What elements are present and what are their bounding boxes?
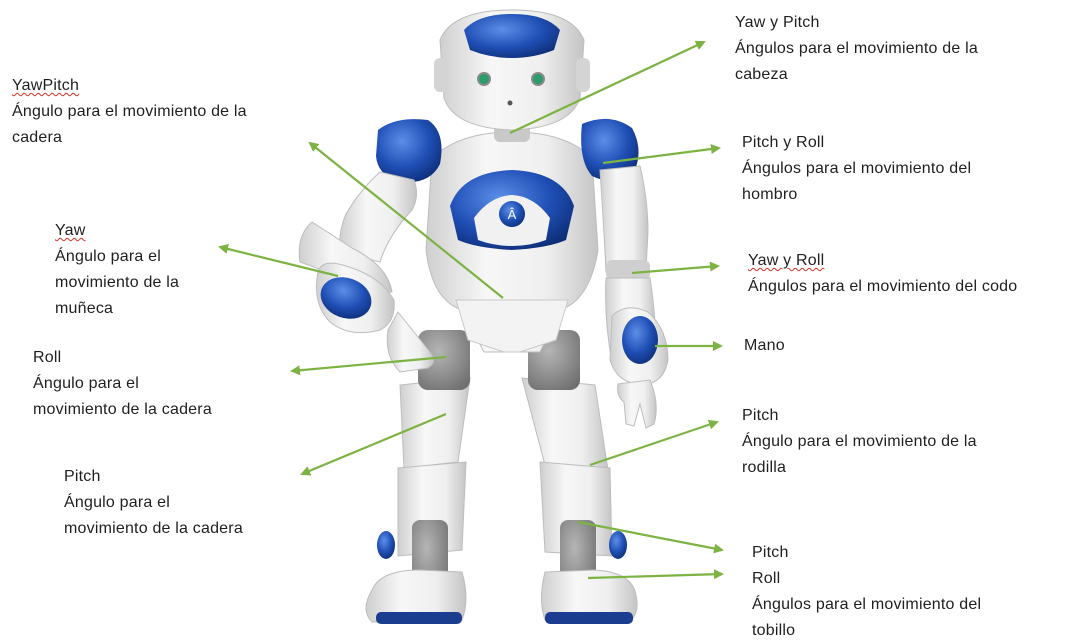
label-ankle: Pitch Roll Ángulos para el movimiento de… — [752, 540, 981, 644]
arrow-hip-yawpitch — [308, 141, 504, 299]
arrow-shoulder — [602, 144, 721, 165]
label-hip-roll-desc: Ángulo para el — [33, 375, 139, 392]
label-knee: Pitch Ángulo para el movimiento de la ro… — [742, 403, 977, 481]
label-shoulder-desc2: hombro — [742, 186, 798, 203]
left-eye — [477, 72, 491, 86]
label-head-desc2: cabeza — [735, 66, 788, 83]
head-top — [464, 14, 560, 58]
label-wrist-title: Yaw — [55, 222, 86, 239]
label-hip-roll-title: Roll — [33, 349, 62, 366]
label-wrist-desc2: movimiento de la — [55, 274, 180, 291]
left-knee-joint — [418, 330, 470, 390]
label-knee-desc: Ángulo para el movimiento de la — [742, 433, 977, 450]
label-hip-yawpitch-title: YawPitch — [12, 77, 80, 94]
label-hip-yawpitch-desc2: cadera — [12, 129, 63, 146]
svg-text:Â: Â — [508, 207, 517, 222]
right-hand — [617, 379, 657, 429]
arrow-ankle-pitch — [577, 520, 724, 554]
label-hip-yawpitch: YawPitch Ángulo para el movimiento de la… — [12, 73, 247, 151]
label-hip-pitch-desc2: movimiento de la cadera — [64, 520, 243, 537]
arrow-hip-pitch — [300, 412, 447, 476]
label-hip-pitch-desc: Ángulo para el — [64, 494, 170, 511]
label-wrist-desc3: muñeca — [55, 300, 114, 317]
label-shoulder-desc: Ángulos para el movimiento del — [742, 160, 972, 177]
label-knee-title: Pitch — [742, 407, 779, 424]
arrow-hip-roll — [290, 355, 447, 376]
label-hip-roll: Roll Ángulo para el movimiento de la cad… — [33, 345, 212, 423]
right-elbow — [606, 260, 650, 280]
label-head-desc: Ángulos para el movimiento de la — [735, 40, 978, 57]
label-ankle-desc: Ángulos para el movimiento del — [752, 596, 982, 613]
label-ankle-title: Pitch — [752, 544, 789, 561]
label-hip-pitch-title: Pitch — [64, 468, 101, 485]
arrow-head — [509, 40, 706, 134]
label-wrist: Yaw Ángulo para el movimiento de la muñe… — [55, 218, 179, 322]
label-elbow-title-text: Yaw y Roll — [748, 252, 825, 269]
label-elbow-title: Yaw y Roll — [748, 248, 1017, 274]
left-upper-arm — [339, 171, 418, 263]
arrow-knee — [589, 419, 719, 467]
arrow-ankle-roll — [587, 569, 724, 580]
label-elbow-desc: Ángulos para el movimiento del codo — [748, 278, 1018, 295]
label-hand-title: Mano — [744, 337, 785, 354]
label-elbow: Yaw y Roll Ángulos para el movimiento de… — [748, 248, 1017, 300]
label-hip-yawpitch-desc: Ángulo para el movimiento de la — [12, 103, 247, 120]
label-hip-pitch: Pitch Ángulo para el movimiento de la ca… — [64, 464, 243, 542]
left-foot — [365, 569, 467, 623]
label-shoulder-title: Pitch y Roll — [742, 134, 825, 151]
left-shoulder — [376, 119, 442, 183]
label-hand: Mano — [744, 333, 785, 359]
right-foot — [541, 569, 638, 623]
arrow-elbow — [631, 261, 720, 275]
right-eye — [531, 72, 545, 86]
label-knee-desc2: rodilla — [742, 459, 787, 476]
label-head-title: Yaw y Pitch — [735, 14, 820, 31]
label-ankle-title2: Roll — [752, 570, 781, 587]
right-shoulder — [581, 118, 639, 181]
label-wrist-desc: Ángulo para el — [55, 248, 161, 265]
label-head: Yaw y Pitch Ángulos para el movimiento d… — [735, 10, 978, 88]
label-hip-roll-desc2: movimiento de la cadera — [33, 401, 212, 418]
label-shoulder: Pitch y Roll Ángulos para el movimiento … — [742, 130, 971, 208]
pelvis — [455, 299, 569, 353]
arrow-wrist — [218, 244, 339, 278]
label-ankle-desc2: tobillo — [752, 622, 796, 639]
left-hand — [386, 311, 434, 373]
